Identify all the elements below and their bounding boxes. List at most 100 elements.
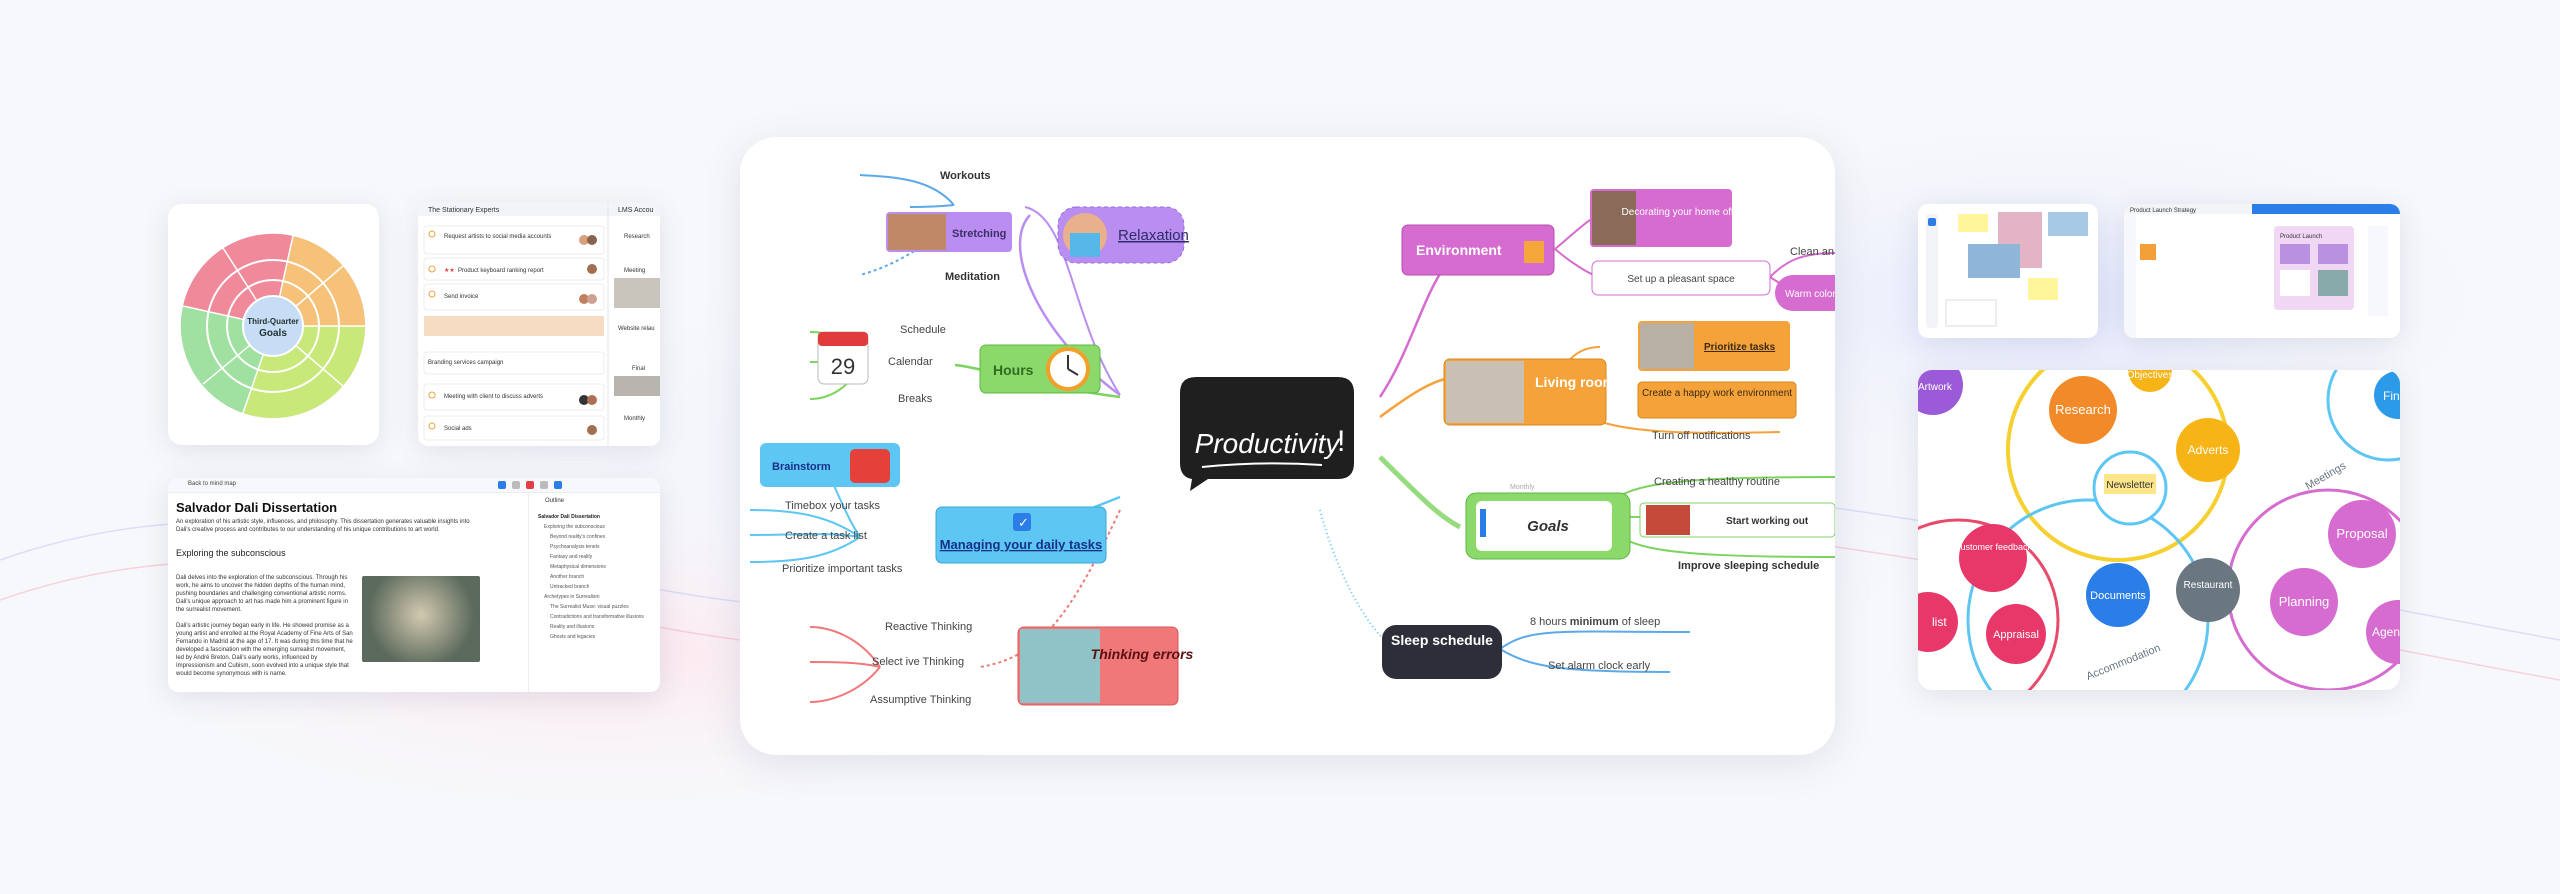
leaf-breaks[interactable]: Breaks xyxy=(898,393,933,405)
bubble-agenda[interactable]: Agen xyxy=(2366,600,2400,664)
bubble-objectives[interactable]: Objectives xyxy=(2127,370,2174,392)
node-stretching[interactable]: Stretching xyxy=(886,212,1012,252)
outline-item[interactable]: Fantasy and reality xyxy=(550,554,593,560)
bubble-appraisal[interactable]: Appraisal xyxy=(1986,604,2046,664)
dali-image xyxy=(362,576,480,662)
bubble-customer-feedback[interactable]: Customer feedback xyxy=(1954,524,2033,592)
whiteboard-card[interactable] xyxy=(1918,204,2098,338)
document-card[interactable]: Back to mind map Salvador Dali Dissertat… xyxy=(168,478,660,692)
leaf-calendar[interactable]: Calendar xyxy=(888,356,933,368)
whiteboard-canvas[interactable] xyxy=(1918,204,2098,338)
svg-text:Objectives: Objectives xyxy=(2127,370,2174,381)
leaf-prioritize-important[interactable]: Prioritize important tasks xyxy=(782,563,903,575)
svg-text:Thinking errors: Thinking errors xyxy=(1091,646,1194,662)
node-goals[interactable]: Goals xyxy=(1465,492,1631,560)
bubble-research[interactable]: Research xyxy=(2049,376,2117,444)
leaf-alarm[interactable]: Set alarm clock early xyxy=(1548,660,1651,672)
strategy-board-card[interactable]: Product Launch Strategy Product Launch xyxy=(2124,204,2400,338)
svg-text:Warm colors: Warm colors xyxy=(1785,289,1835,300)
outline-item[interactable]: Another branch xyxy=(550,574,585,580)
goals-wheel[interactable]: Third-Quarter Goals xyxy=(168,204,379,445)
svg-text:Living room: Living room xyxy=(1535,374,1615,390)
bubble-fin[interactable]: Fin xyxy=(2374,371,2400,419)
leaf-schedule[interactable]: Schedule xyxy=(900,324,946,336)
right-item[interactable]: Research xyxy=(624,234,650,240)
outline-item[interactable]: Psychoanalysis tenets xyxy=(550,544,600,550)
main-mindmap-card[interactable]: Productivity ! Relaxation Workouts Stret… xyxy=(740,137,1835,755)
bubble-proposal[interactable]: Proposal xyxy=(2328,500,2396,568)
outline-item[interactable]: Archetypes in Surrealism xyxy=(544,594,600,600)
bubble-list[interactable]: list xyxy=(1918,592,1958,652)
outline-item[interactable]: The Surrealist Muse: visual puzzles xyxy=(550,604,629,610)
leaf-reactive[interactable]: Reactive Thinking xyxy=(885,621,972,633)
node-thinking-errors[interactable]: Thinking errors xyxy=(1017,626,1194,706)
leaf-healthy-routine[interactable]: Creating a healthy routine xyxy=(1654,476,1780,488)
center-node[interactable]: Productivity ! xyxy=(1180,377,1354,491)
toolbar-icon[interactable] xyxy=(512,481,520,489)
node-warm-colors[interactable]: Warm colors xyxy=(1775,275,1835,311)
toolbar-icon[interactable] xyxy=(498,481,506,489)
outline-item[interactable]: Untracked branch xyxy=(550,584,590,590)
leaf-clean[interactable]: Clean an xyxy=(1790,246,1834,258)
leaf-task-list[interactable]: Create a task list xyxy=(785,530,867,542)
task-item[interactable]: Meeting with client to discuss adverts xyxy=(444,394,543,400)
task-item[interactable]: Product keyboard ranking report xyxy=(458,268,544,274)
task-item[interactable]: Request artists to social media accounts xyxy=(444,234,551,240)
right-item[interactable]: Meeting xyxy=(624,268,645,274)
goals-wheel-card[interactable]: Third-Quarter Goals xyxy=(168,204,379,445)
node-hours[interactable]: Hours xyxy=(979,344,1101,394)
task-board[interactable]: The Stationary Experts LMS Accou Request… xyxy=(418,202,660,446)
task-item[interactable]: Send invoice xyxy=(444,294,479,300)
node-sleep-schedule[interactable]: Sleep schedule xyxy=(1382,625,1502,679)
node-brainstorm[interactable]: Brainstorm xyxy=(760,443,900,487)
outline-list: Salvador Dali Dissertation Exploring the… xyxy=(538,512,653,642)
bubble-restaurant[interactable]: Restaurant xyxy=(2176,558,2240,622)
node-pleasant-space[interactable]: Set up a pleasant space xyxy=(1591,260,1771,296)
strategy-canvas[interactable]: Product Launch Strategy Product Launch xyxy=(2124,204,2400,338)
outline-item[interactable]: Reality and illusions xyxy=(550,624,595,630)
svg-text:Agen: Agen xyxy=(2372,625,2400,639)
node-prioritize-tasks[interactable]: Prioritize tasks xyxy=(1638,321,1790,371)
task-item[interactable]: Social ads xyxy=(444,426,472,432)
svg-text:Decorating your home office: Decorating your home office xyxy=(1622,207,1747,218)
node-living-room[interactable]: Living room xyxy=(1443,358,1615,426)
outline-item[interactable]: Metaphysical dimensions xyxy=(550,564,606,570)
task-board-card[interactable]: The Stationary Experts LMS Accou Request… xyxy=(418,202,660,446)
node-start-working-out[interactable]: Start working out xyxy=(1639,502,1835,538)
bubble-adverts[interactable]: Adverts xyxy=(2176,418,2240,482)
leaf-8-hours[interactable]: 8 hours minimum of sleep xyxy=(1530,616,1660,628)
mindmap-canvas[interactable]: Productivity ! Relaxation Workouts Stret… xyxy=(740,137,1835,755)
second-board-title: LMS Accou xyxy=(618,207,654,214)
leaf-meditation[interactable]: Meditation xyxy=(945,271,1000,283)
leaf-assumptive[interactable]: Assumptive Thinking xyxy=(870,694,971,706)
outline-item[interactable]: Beyond reality's confines xyxy=(550,534,606,540)
bubble-artwork[interactable]: Artwork xyxy=(1918,370,1963,415)
bubble-documents[interactable]: Documents xyxy=(2086,563,2150,627)
node-relaxation[interactable]: Relaxation xyxy=(1057,206,1189,264)
leaf-timebox[interactable]: Timebox your tasks xyxy=(785,500,880,512)
back-link[interactable]: Back to mind map xyxy=(188,481,237,487)
node-daily-tasks[interactable]: ✓ Managing your daily tasks xyxy=(935,506,1107,564)
leaf-sleeping-schedule[interactable]: Improve sleeping schedule xyxy=(1678,560,1819,572)
toolbar-icon[interactable] xyxy=(540,481,548,489)
task-item[interactable]: Branding services campaign xyxy=(428,360,503,366)
right-item[interactable]: Monthly xyxy=(624,416,645,422)
node-environment[interactable]: Environment xyxy=(1401,224,1555,276)
toolbar-icon[interactable] xyxy=(526,481,534,489)
outline-item[interactable]: Exploring the subconscious xyxy=(544,524,605,530)
leaf-selective[interactable]: Select ive Thinking xyxy=(872,656,964,668)
outline-item[interactable]: Contradictions and transformative illusi… xyxy=(550,614,644,620)
bubbles-card[interactable]: Research Adverts Newsletter Customer fee… xyxy=(1918,370,2400,690)
outline-item[interactable]: Salvador Dali Dissertation xyxy=(538,514,600,520)
toolbar-icon[interactable] xyxy=(554,481,562,489)
bubble-newsletter[interactable]: Newsletter xyxy=(2092,450,2168,526)
bubble-planning[interactable]: Planning xyxy=(2270,568,2338,636)
bubbles-canvas[interactable]: Research Adverts Newsletter Customer fee… xyxy=(1918,370,2400,690)
leaf-workouts[interactable]: Workouts xyxy=(940,170,991,182)
right-item[interactable]: Website relau xyxy=(618,326,655,332)
right-item[interactable]: Final xyxy=(632,366,645,372)
outline-item[interactable]: Ghosts and legacies xyxy=(550,634,596,640)
leaf-notifications[interactable]: Turn off notifications xyxy=(1652,430,1751,442)
node-decorating[interactable]: Decorating your home office xyxy=(1590,189,1747,247)
node-happy-work[interactable]: Create a happy work environment xyxy=(1637,381,1797,419)
